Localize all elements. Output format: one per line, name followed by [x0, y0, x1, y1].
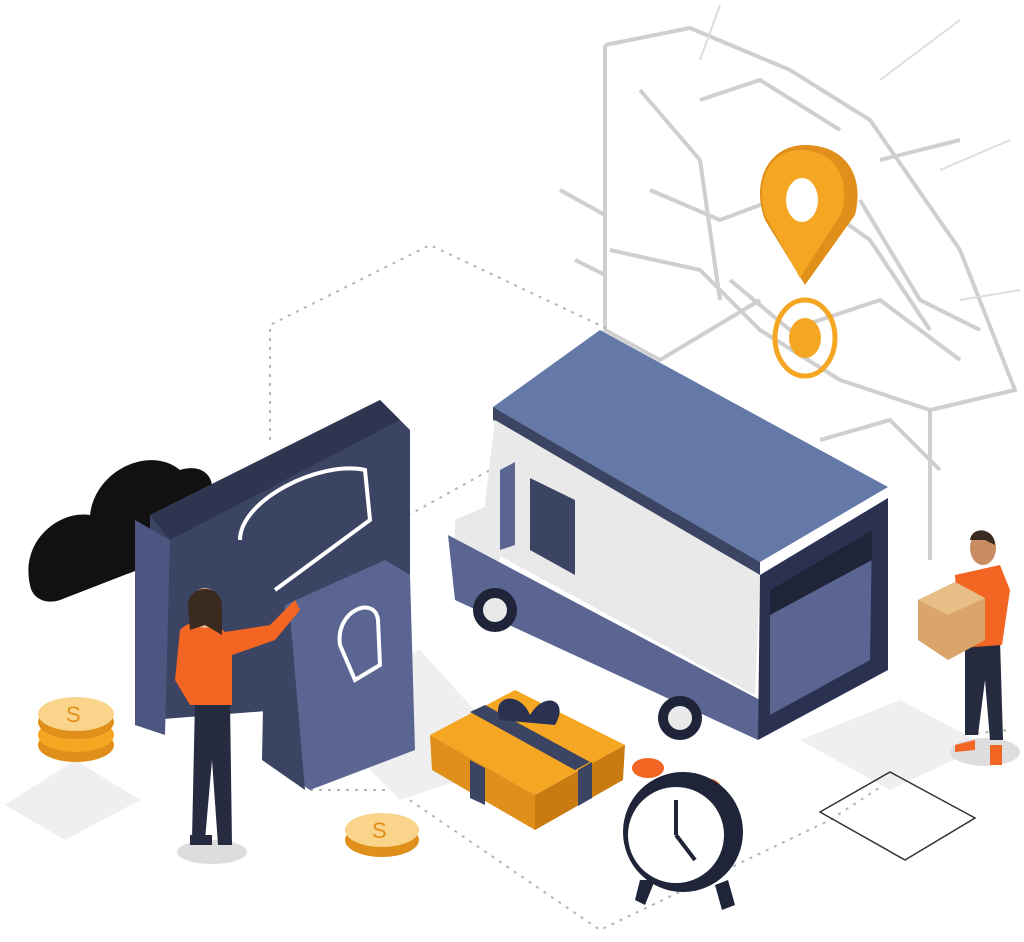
delivery-man-figure — [918, 530, 1020, 766]
shopping-bag-small — [262, 560, 415, 790]
drop-zone-square — [818, 771, 977, 861]
woman-figure — [175, 588, 300, 864]
city-map — [559, 25, 1018, 560]
delivery-van — [448, 330, 888, 740]
location-pin-icon — [759, 145, 858, 379]
svg-text:S: S — [372, 818, 387, 843]
alarm-clock-icon — [623, 758, 743, 910]
coin-stack-icon: S — [38, 697, 114, 762]
gift-box — [430, 690, 625, 830]
map-thin-lines — [699, 4, 1021, 301]
svg-text:S: S — [66, 702, 81, 727]
cloud-icon — [28, 460, 216, 602]
coin-icon: S — [345, 813, 419, 857]
